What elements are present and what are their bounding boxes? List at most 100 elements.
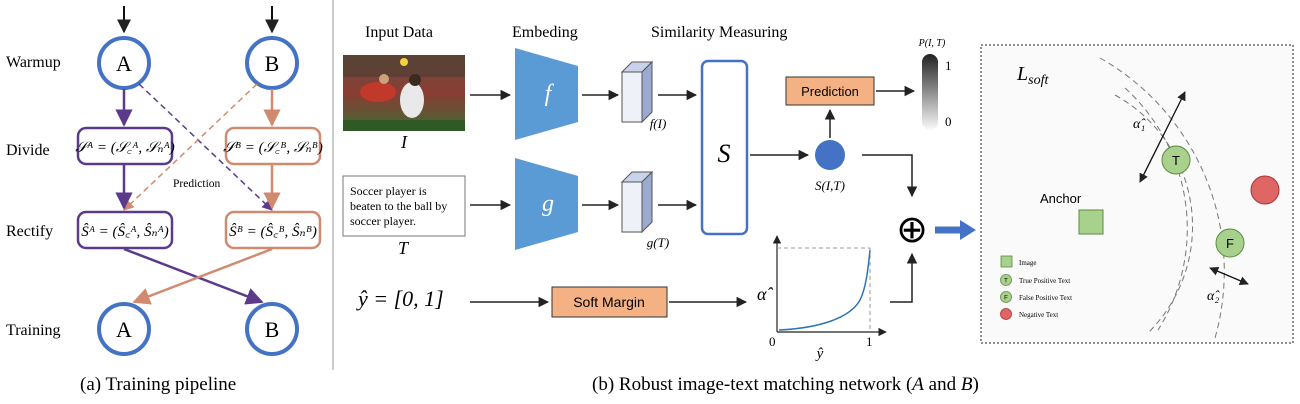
soft-margin-label: Soft Margin	[573, 294, 645, 310]
margin-arc-inner	[1124, 87, 1188, 331]
warmup-node-b-label: B	[265, 51, 280, 76]
text-feature-label: g(T)	[647, 235, 669, 250]
warmup-node-a-label: A	[116, 51, 132, 76]
alpha2-arrow	[1209, 266, 1249, 286]
stage-warmup: Warmup	[6, 54, 61, 71]
text-encoder-label: g	[542, 191, 554, 217]
legend-false-icon-letter: F	[1004, 296, 1008, 302]
probability-gradient-bar	[922, 54, 938, 130]
true-positive-label: T	[1172, 153, 1180, 168]
rectify-box-a	[76, 210, 174, 250]
probability-label: P(I, T)	[918, 38, 946, 49]
column-header-similarity: Similarity Measuring	[651, 24, 787, 41]
soft-margin-curve	[778, 249, 871, 331]
matching-network-panel: Input Data Embeding Similarity Measuring…	[342, 24, 976, 362]
training-node-a-label: A	[116, 317, 132, 342]
text-encoder-g	[515, 158, 578, 250]
prediction-box	[785, 76, 875, 106]
stage-divide: Divide	[6, 142, 50, 159]
curve-x-label: ŷ	[815, 346, 824, 362]
margin-arc-outer	[1099, 57, 1225, 339]
y-hat-range: ŷ = [0, 1]	[356, 286, 444, 311]
alpha1-arrow	[1139, 91, 1186, 183]
legend-true-text: True Positive Text	[1019, 277, 1070, 285]
caption-b-and: and	[924, 374, 961, 395]
oplus-operator: ⊕	[896, 209, 928, 251]
training-pipeline-panel: Warmup Divide Rectify Training A B Predi…	[6, 6, 323, 395]
training-node-b-label: B	[265, 317, 280, 342]
similarity-score-node	[815, 140, 845, 170]
loss-panel-frame	[980, 44, 1294, 344]
image-encoder-f	[515, 48, 578, 140]
column-header-embed: Embeding	[512, 24, 578, 41]
curve-x-zero: 0	[769, 334, 776, 349]
caption-b: (b) Robust image-text matching network (…	[592, 374, 979, 395]
loss-title: Lsoft	[1016, 63, 1049, 88]
alpha1-label: α̂₁	[1133, 117, 1146, 132]
prediction-label: Prediction	[173, 178, 221, 190]
arrow-rectify-a-to-training-b	[123, 247, 264, 305]
caption-b-main: (b) Robust image-text matching network (	[592, 374, 912, 395]
stage-rectify: Rectify	[6, 223, 53, 240]
divide-box-a	[76, 126, 174, 166]
output-arrow-head	[960, 220, 976, 240]
legend-true-icon-letter: T	[1004, 279, 1008, 285]
divide-formula-a: 𝒮ᴬ = (𝒮꜀ᴬ, 𝒮ₙᴬ)	[75, 140, 175, 156]
arrow-rectify-b-to-training-a	[132, 247, 273, 305]
similarity-score-label: S(I,T)	[815, 178, 845, 193]
rectify-box-b	[224, 210, 322, 250]
probability-top: 1	[945, 58, 952, 73]
arrow-score-to-oplus	[862, 154, 918, 198]
loss-title-main: L	[1016, 63, 1028, 85]
legend-negative-icon	[1000, 308, 1012, 320]
caption-b-b: B	[961, 374, 973, 395]
prediction-box-label: Prediction	[801, 84, 859, 99]
input-text-line-1: Soccer player is	[350, 184, 427, 198]
curve-x-one: 1	[866, 334, 873, 349]
legend-image-icon	[1000, 255, 1013, 268]
similarity-module-label: S	[718, 139, 731, 168]
legend-false-text: False Positive Text	[1019, 294, 1072, 302]
legend-image-text: Image	[1019, 259, 1037, 267]
caption-b-end: )	[972, 374, 978, 395]
caption-b-a: A	[910, 374, 924, 395]
prediction-label-bg	[170, 176, 228, 190]
image-label: I	[400, 132, 408, 152]
text-label: T	[398, 238, 410, 258]
loss-title-sub: soft	[1028, 73, 1049, 88]
input-text-line-3: soccer player.	[350, 214, 416, 228]
loss-legend: Image T True Positive Text F False Posit…	[1000, 255, 1072, 320]
warmup-node-a	[97, 36, 151, 90]
caption-a: (a) Training pipeline	[80, 374, 236, 395]
prediction-arrow-a-to-b	[138, 83, 273, 211]
image-feature-side	[641, 60, 653, 124]
image-encoder-label: f	[545, 81, 555, 107]
image-feature-label: f(I)	[650, 116, 667, 131]
soft-loss-panel: Lsoft α̂₁ α̂₂ Anchor T F Image T True Po…	[980, 44, 1294, 344]
warmup-node-b	[245, 36, 299, 90]
anchor-label: Anchor	[1040, 191, 1082, 206]
legend-true-icon	[1000, 274, 1012, 286]
false-positive-circle	[1215, 228, 1245, 258]
text-feature-vector	[621, 181, 643, 233]
input-image	[343, 55, 465, 131]
stage-training: Training	[6, 322, 61, 339]
input-text-line-2: beaten to the ball by	[350, 199, 447, 213]
divide-formula-b: 𝒮ᴮ = (𝒮꜀ᴮ, 𝒮ₙᴮ)	[223, 140, 323, 156]
column-header-input: Input Data	[365, 24, 433, 41]
prediction-arrow-b-to-a	[123, 83, 258, 211]
similarity-module	[700, 59, 749, 236]
alpha-hat-axis-label: α̂	[757, 284, 773, 304]
legend-false-icon	[1000, 291, 1012, 303]
input-text-box	[342, 175, 466, 237]
training-node-a	[97, 302, 151, 356]
training-node-b	[245, 302, 299, 356]
legend-negative-text: Negative Text	[1019, 311, 1058, 319]
text-feature-side	[641, 170, 653, 234]
probability-bottom: 0	[945, 114, 952, 129]
arrow-curve-to-oplus	[890, 252, 918, 303]
anchor-image-square	[1078, 209, 1104, 235]
soft-margin-box	[551, 286, 668, 318]
true-positive-circle	[1161, 145, 1191, 175]
